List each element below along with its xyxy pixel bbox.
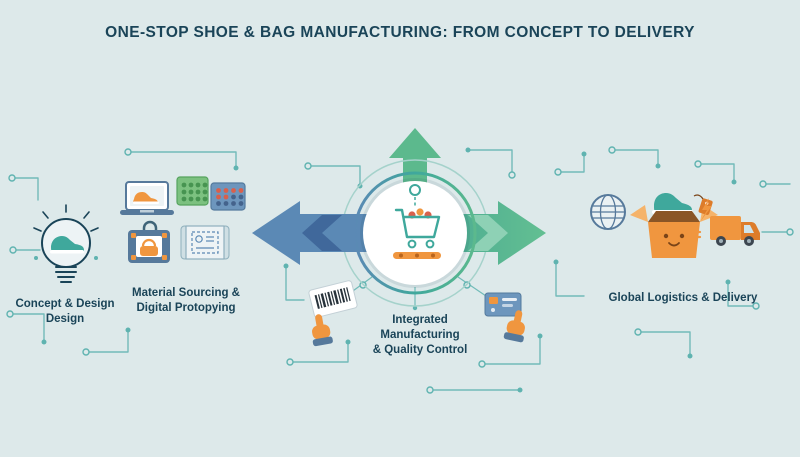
shopping-cart-icon bbox=[394, 208, 441, 249]
stage-label-manufacturing: Integrated Manufacturing & Quality Contr… bbox=[372, 314, 468, 357]
pointing-hand-icon bbox=[312, 314, 333, 347]
material-swatch-green-icon bbox=[176, 176, 209, 206]
process-circle bbox=[363, 181, 467, 285]
circuit-traces bbox=[6, 146, 794, 394]
blueprint-icon bbox=[180, 225, 230, 260]
laptop-shoe-icon bbox=[120, 181, 174, 215]
infographic-title: ONE-STOP SHOE & BAG MANUFACTURING: FROM … bbox=[105, 24, 695, 41]
lightbulb-shoe-icon bbox=[33, 204, 99, 283]
process-ring bbox=[353, 171, 477, 295]
process-node bbox=[409, 184, 421, 196]
shipping-box-shoe-icon bbox=[630, 193, 718, 258]
stage-label-concept: Concept & Design Design bbox=[15, 298, 115, 326]
stage-label-sourcing: Material Sourcing & Digital Protopying bbox=[132, 287, 240, 315]
material-swatch-red-blue-icon bbox=[210, 182, 246, 211]
stage-label-logistics: Global Logistics & Delivery bbox=[608, 292, 758, 304]
arrow-up-icon bbox=[389, 128, 441, 206]
verify-hand-icon bbox=[503, 310, 525, 343]
barcode-scan-icon bbox=[308, 280, 358, 318]
payment-card-icon bbox=[484, 292, 522, 317]
delivery-truck-icon bbox=[689, 198, 760, 246]
briefcase-bag-icon bbox=[128, 220, 170, 263]
conveyor-icon bbox=[393, 252, 441, 259]
globe-icon bbox=[590, 194, 626, 230]
